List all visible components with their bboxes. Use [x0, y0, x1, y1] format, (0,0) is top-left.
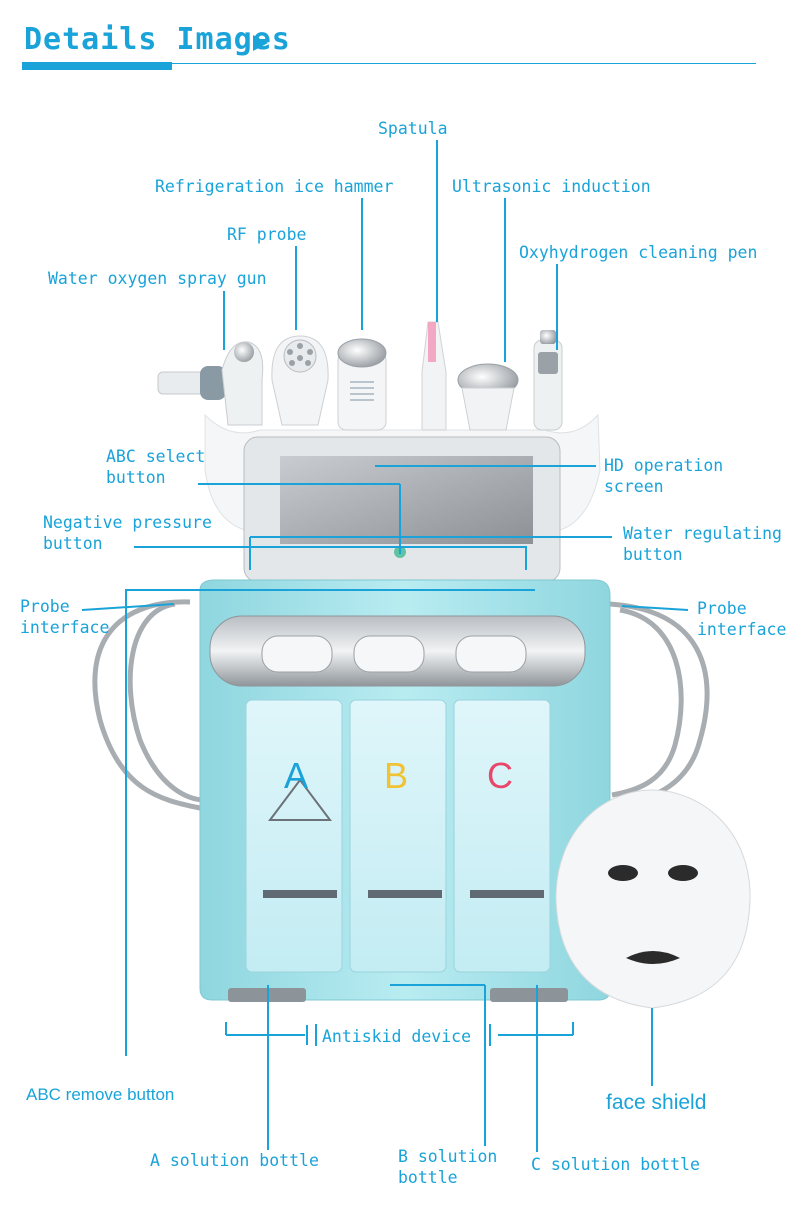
- ultrasonic-induction: [457, 363, 519, 431]
- label-c-solution-bottle: C solution bottle: [531, 1155, 700, 1174]
- header-rule-thick: [22, 62, 172, 70]
- label-b-solution-bottle: B solution bottle: [398, 1147, 498, 1187]
- label-water-oxygen-spray-gun: Water oxygen spray gun: [48, 269, 267, 288]
- label-oxyhydrogen-cleaning-pen: Oxyhydrogen cleaning pen: [519, 243, 758, 262]
- label-a-solution-bottle: A solution bottle: [150, 1151, 319, 1170]
- hose-left: [92, 599, 206, 811]
- label-hd-operation-screen: HD operation screen: [604, 456, 724, 496]
- label-abc-remove-button: ABC remove button: [26, 1085, 175, 1104]
- page-title: Details Images: [24, 22, 291, 57]
- header-rule-thin: [172, 63, 756, 64]
- bottle-letter-c: C: [487, 755, 513, 796]
- refrigeration-ice-hammer: [337, 338, 387, 431]
- spatula: [421, 321, 447, 431]
- label-probe-interface-left: Probe interface: [20, 597, 110, 637]
- label-negative-pressure-button: Negative pressure button: [43, 513, 212, 553]
- label-probe-interface-right: Probe interface: [697, 599, 787, 639]
- label-water-regulating-button: Water regulating button: [623, 524, 782, 564]
- label-face-shield: face shield: [606, 1091, 707, 1114]
- label-rf-probe: RF probe: [227, 225, 307, 244]
- face-shield-mask: [555, 789, 751, 1009]
- label-abc-select-button: ABC select button: [106, 447, 206, 487]
- label-ultrasonic-induction: Ultrasonic induction: [452, 177, 651, 196]
- device-body: [199, 579, 611, 1002]
- bottle-letter-a: A: [284, 755, 309, 796]
- label-antiskid-device: Antiskid device: [322, 1027, 472, 1046]
- hd-operation-screen: [243, 436, 561, 583]
- rf-probe: [271, 335, 329, 426]
- play-arrow-icon: [253, 35, 268, 51]
- label-spatula: Spatula: [378, 119, 448, 138]
- water-oxygen-spray-gun: [157, 341, 264, 426]
- hose-right: [609, 601, 710, 809]
- leader-lines: [81, 140, 689, 1152]
- label-refrigeration-ice-hammer: Refrigeration ice hammer: [155, 177, 394, 196]
- bottle-letter-b: B: [384, 755, 409, 796]
- oxyhydrogen-cleaning-pen: [533, 330, 563, 431]
